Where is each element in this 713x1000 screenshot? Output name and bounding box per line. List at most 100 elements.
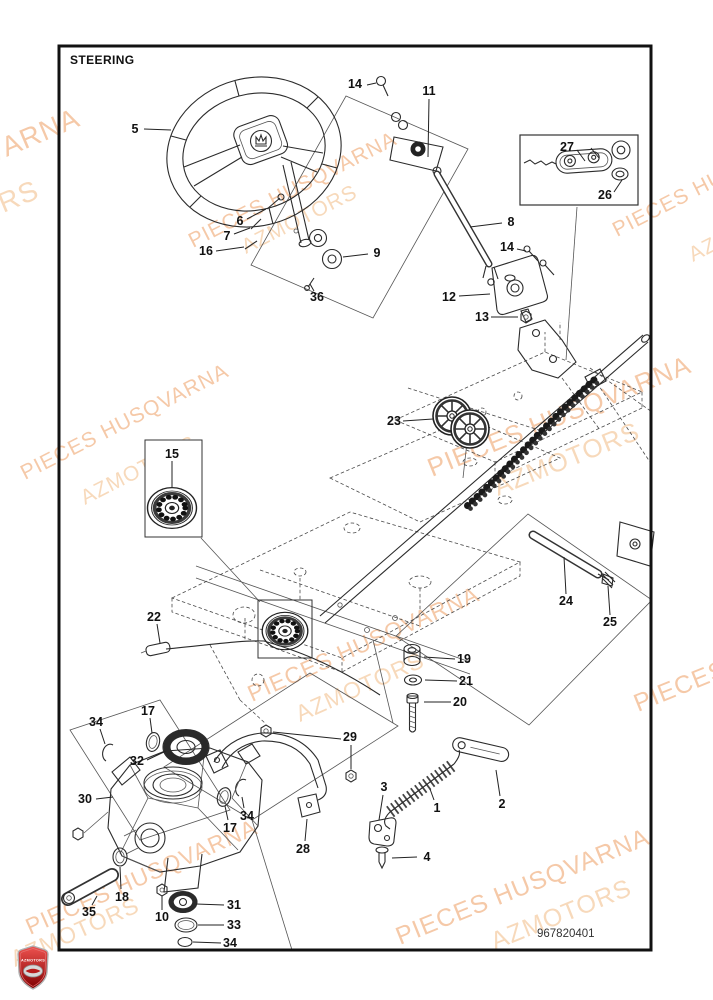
callout-label: 33 — [227, 918, 241, 932]
azmotors-logo: AZMOTORS — [17, 945, 49, 990]
callout-leader-line — [423, 656, 456, 660]
callout-label: 13 — [475, 310, 489, 324]
callout-leader-line — [156, 623, 161, 644]
callout-label: 11 — [422, 84, 435, 98]
callout-label: 3 — [381, 780, 388, 794]
damper-rod — [432, 166, 499, 286]
callout-label: 29 — [343, 730, 357, 744]
callout-label: 12 — [442, 290, 456, 304]
pulley-15-inset — [144, 439, 203, 538]
bolt-stack — [403, 643, 423, 733]
callout-label: 14 — [348, 77, 362, 91]
callout-label: 31 — [227, 898, 241, 912]
callout-leader-line — [424, 679, 458, 682]
callout-leader-line — [590, 147, 600, 159]
callout-leader-line — [402, 418, 434, 422]
idler-pulleys-23 — [431, 395, 491, 450]
drive-chain — [462, 376, 600, 513]
callout-leader-line — [458, 293, 491, 297]
callout-leader-line — [309, 283, 315, 292]
callout-leader-line — [576, 149, 586, 162]
callout-label: 36 — [310, 290, 324, 304]
seal-rings-right — [216, 778, 247, 807]
callout-label: 8 — [508, 215, 515, 229]
shaft-bushings — [304, 228, 343, 291]
bearing-32 — [162, 728, 210, 766]
support-strap-28 — [205, 732, 327, 818]
upper-link-assembly — [375, 75, 444, 172]
callout-label: 19 — [457, 652, 471, 666]
callout-label: 22 — [147, 610, 161, 624]
callout-leader-line — [469, 222, 503, 228]
watermark-text: AZMOTORS — [0, 174, 43, 267]
callout-leader-line — [272, 731, 342, 740]
callout-leader-line — [342, 253, 369, 258]
callout-leader-line — [563, 556, 567, 595]
callout-label: 34 — [240, 809, 254, 823]
callout-label: 10 — [155, 910, 169, 924]
steering-shaft — [244, 161, 312, 250]
steering-rod — [319, 334, 650, 624]
callout-label: 24 — [559, 594, 573, 608]
page-border — [57, 44, 653, 952]
callout-leader-line — [241, 796, 245, 809]
callout-label: 1 — [434, 801, 441, 815]
callout-label: 20 — [453, 695, 467, 709]
spring-assembly — [368, 737, 510, 870]
callout-label: 25 — [603, 615, 617, 629]
callout-label: 21 — [459, 674, 473, 688]
callout-leader-line — [192, 941, 222, 944]
callout-leader-line — [215, 246, 245, 252]
watermark-text: PIECES HUSQVARNA — [630, 590, 713, 718]
callout-leader-line — [119, 866, 122, 890]
steering-cable — [140, 640, 381, 696]
callout-label: 15 — [165, 447, 179, 461]
callout-leader-line — [613, 179, 623, 193]
callout-label: 4 — [424, 850, 431, 864]
callout-leader-line — [91, 895, 98, 906]
part-number: 967820401 — [537, 928, 595, 940]
callout-leader-line — [378, 794, 384, 821]
bottom-bearing-stack — [156, 883, 198, 948]
callout-label: 32 — [130, 754, 144, 768]
callout-leader-line — [495, 769, 501, 797]
ring-18 — [112, 847, 128, 867]
callout-leader-line — [146, 750, 167, 761]
callout-label: 2 — [499, 797, 506, 811]
callout-label: 23 — [387, 414, 401, 428]
page-title: STEERING — [70, 53, 135, 67]
callout-label: 6 — [237, 214, 244, 228]
callout-leader-line — [149, 717, 153, 734]
callout-label: 18 — [115, 890, 129, 904]
callout-leader-line — [95, 796, 114, 800]
callout-label: 34 — [223, 936, 237, 950]
callout-label: 17 — [141, 704, 155, 718]
callout-leader-line — [143, 128, 172, 131]
callout-leader-line — [607, 585, 611, 616]
callout-label: 26 — [598, 188, 612, 202]
callout-label: 7 — [224, 229, 231, 243]
callout-leader-line — [366, 82, 377, 86]
callout-leader-line — [391, 856, 418, 859]
steering-bracket-12 — [491, 245, 555, 323]
steering-wheel-drawing — [166, 76, 342, 228]
watermark-layer: PIECES HUSQVARNA AZMOTORS PIECES HUSQVAR… — [0, 102, 713, 971]
mounted-pulley — [257, 599, 313, 659]
callout-label: 17 — [223, 821, 237, 835]
pivot-pin-35 — [61, 868, 119, 906]
callout-label: 35 — [82, 905, 96, 919]
watermark-text: PIECES HUSQVARNA — [0, 102, 84, 248]
callout-label: 16 — [199, 244, 213, 258]
diagram-drawing — [61, 75, 655, 951]
callout-label: 28 — [296, 842, 310, 856]
callout-leader-line — [195, 903, 225, 906]
callout-leader-line — [233, 227, 251, 235]
callout-leader-line — [304, 818, 308, 842]
inset-detail-box — [519, 134, 639, 206]
callout-leader-line — [429, 788, 435, 801]
seal-rings-left — [102, 732, 161, 762]
logo-text: AZMOTORS — [21, 959, 45, 963]
callout-leader-line — [224, 805, 229, 821]
